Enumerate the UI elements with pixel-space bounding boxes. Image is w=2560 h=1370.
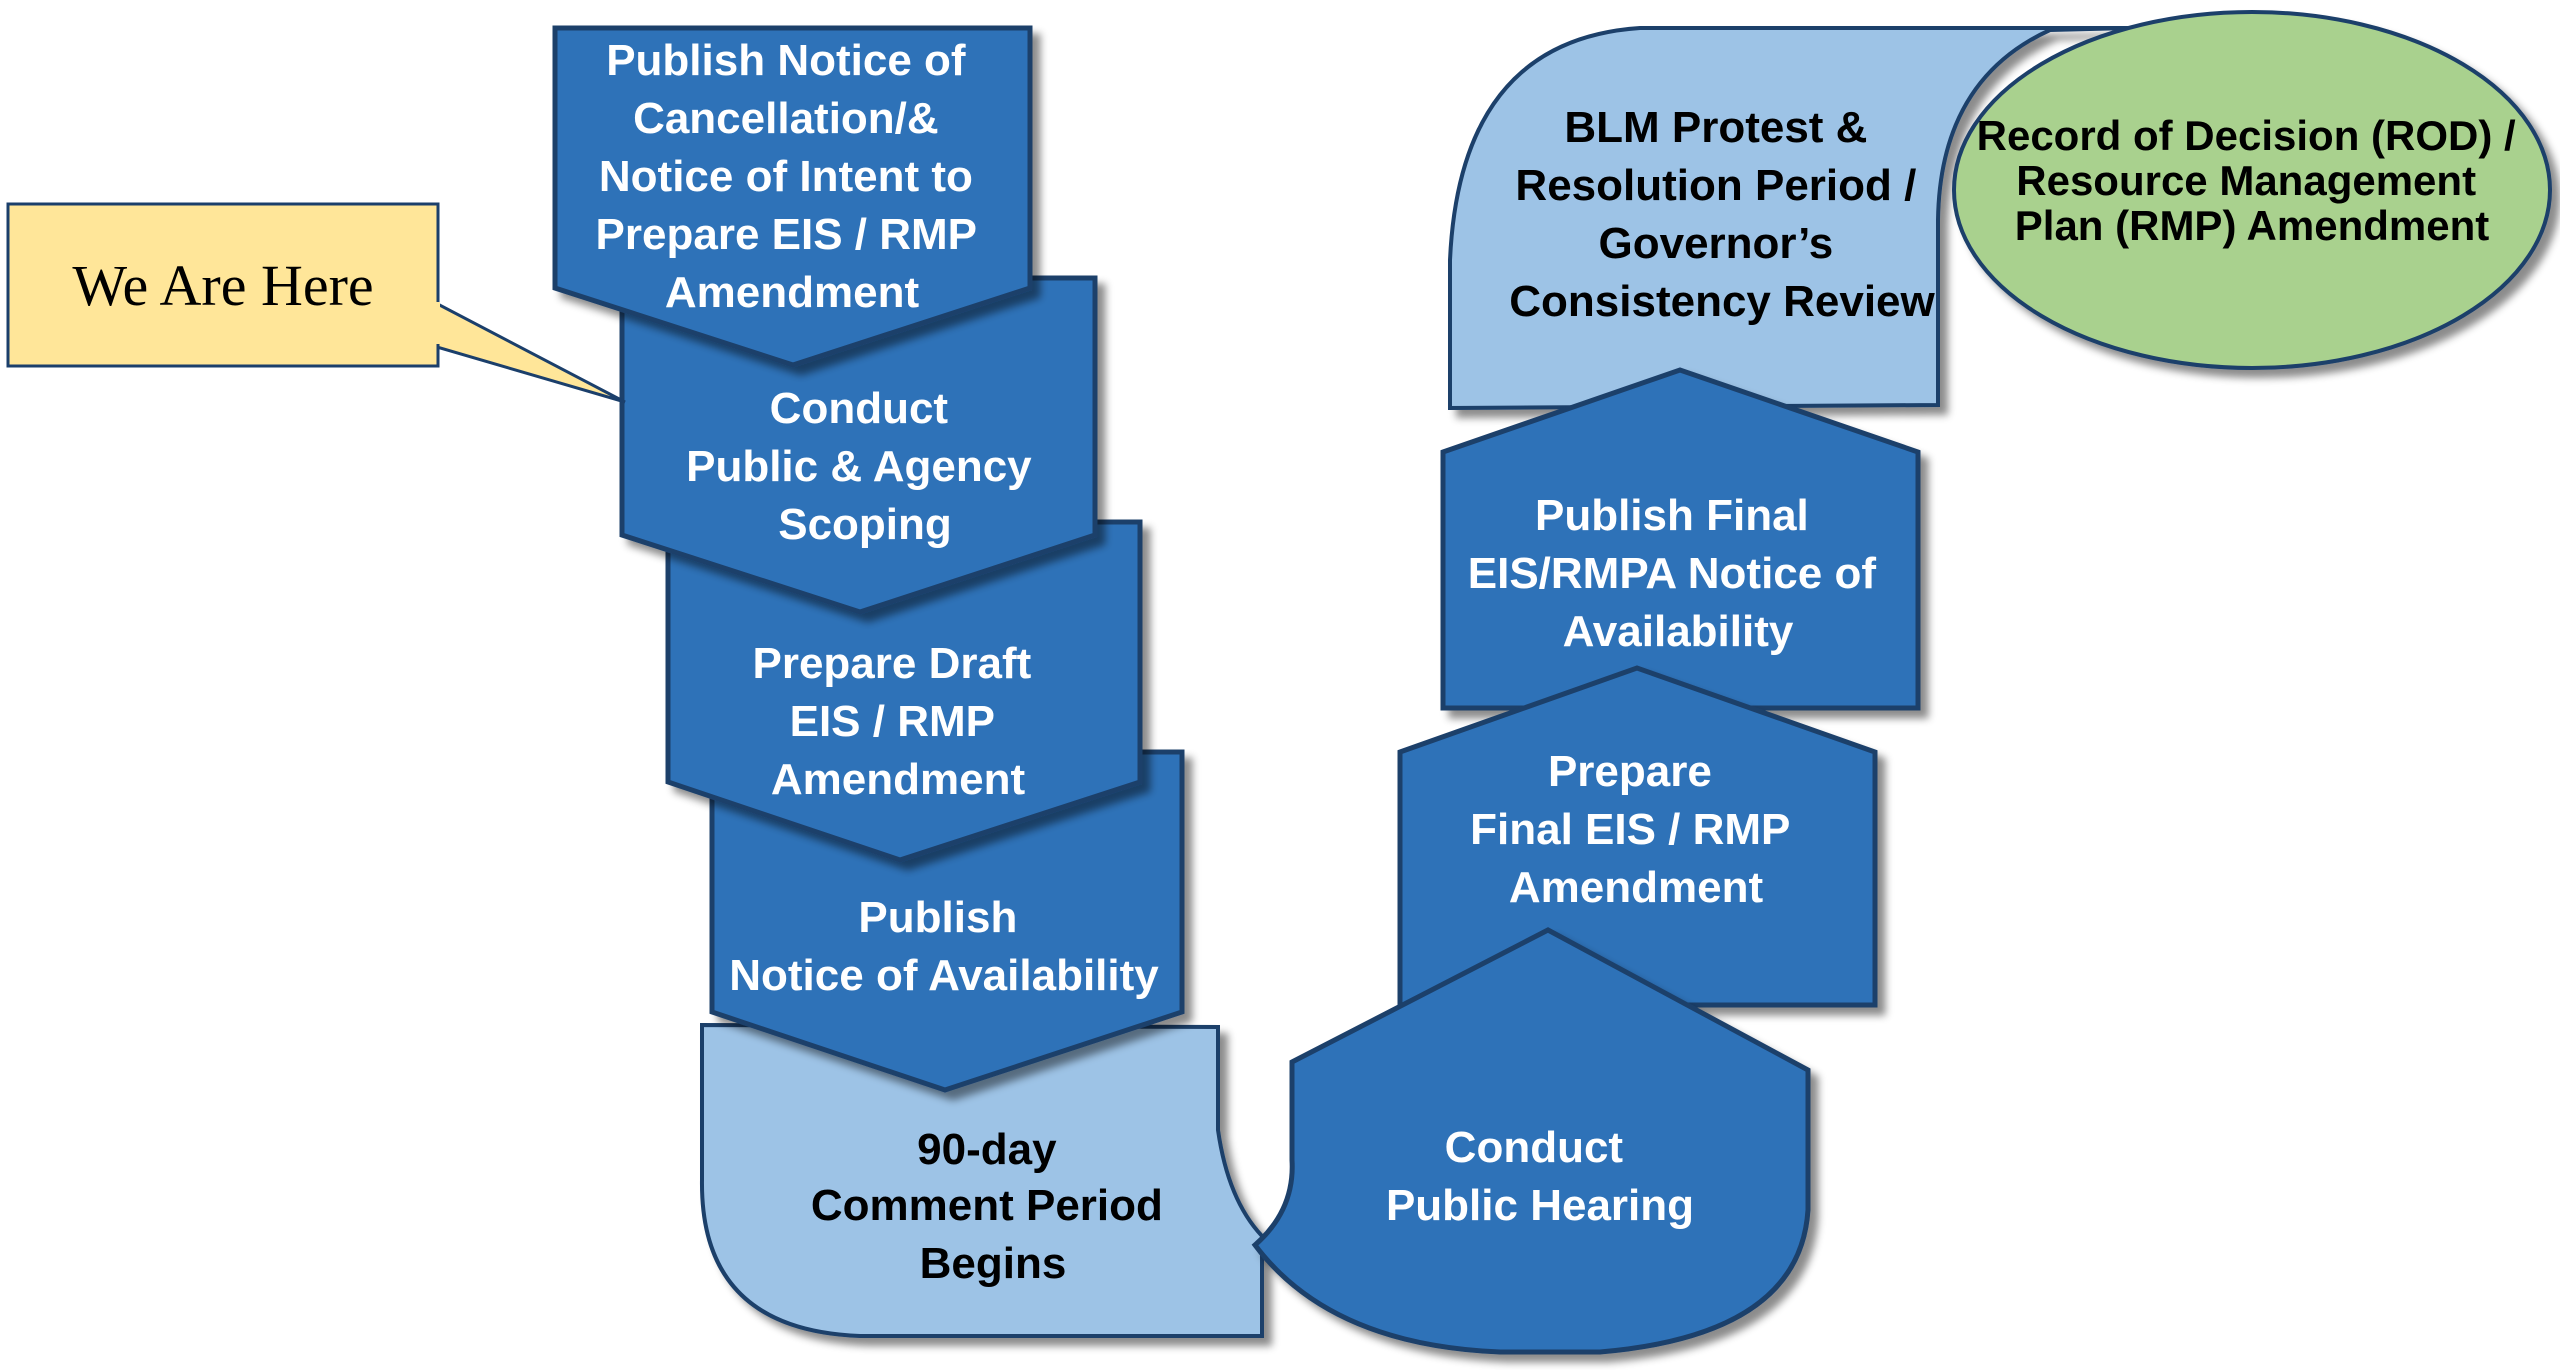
callout-pointer (428, 297, 626, 404)
publish-final-label: Publish Final EIS/RMPA Notice of Availab… (1468, 491, 1888, 656)
callout-box (6, 202, 440, 368)
step-record-of-decision (1952, 10, 2552, 370)
step-record-of-decision-shape (1952, 10, 2552, 370)
step-publish-notice-shape (552, 25, 1033, 368)
callout-pointer-seam (432, 302, 440, 344)
step-public-hearing (1251, 927, 1811, 1355)
step-protest-period-shape (1448, 26, 2131, 411)
we-are-here-callout: We Are Here (6, 202, 626, 404)
callout-text: We Are Here (72, 253, 373, 318)
record-of-decision-label: Record of Decision (ROD) / Resource Mana… (1977, 112, 2528, 249)
step-prepare-final-shape (1397, 665, 1878, 1008)
publish-noa-label: Publish Notice of Availability (729, 893, 1159, 1000)
comment-period-label: 90-day Comment Period Begins (811, 1125, 1175, 1288)
step-publish-final-shape (1440, 367, 1921, 711)
conduct-scoping-label: Conduct Public & Agency Scoping (686, 384, 1044, 549)
public-hearing-label: Conduct Public Hearing (1386, 1123, 1694, 1230)
prepare-final-label: Prepare Final EIS / RMP Amendment (1470, 747, 1802, 912)
step-publish-final (1440, 367, 1921, 711)
publish-notice-label: Publish Notice of Cancellation/& Notice … (596, 36, 989, 317)
step-comment-period-shape (699, 1022, 1264, 1338)
protest-period-label: BLM Protest & Resolution Period / Govern… (1509, 103, 1935, 326)
prepare-draft-label: Prepare Draft EIS / RMP Amendment (752, 639, 1043, 804)
step-public-hearing-shape (1251, 927, 1811, 1355)
step-prepare-final (1397, 665, 1878, 1008)
step-comment-period (699, 1022, 1264, 1338)
step-protest-period (1448, 26, 2131, 411)
step-publish-notice (552, 25, 1033, 368)
